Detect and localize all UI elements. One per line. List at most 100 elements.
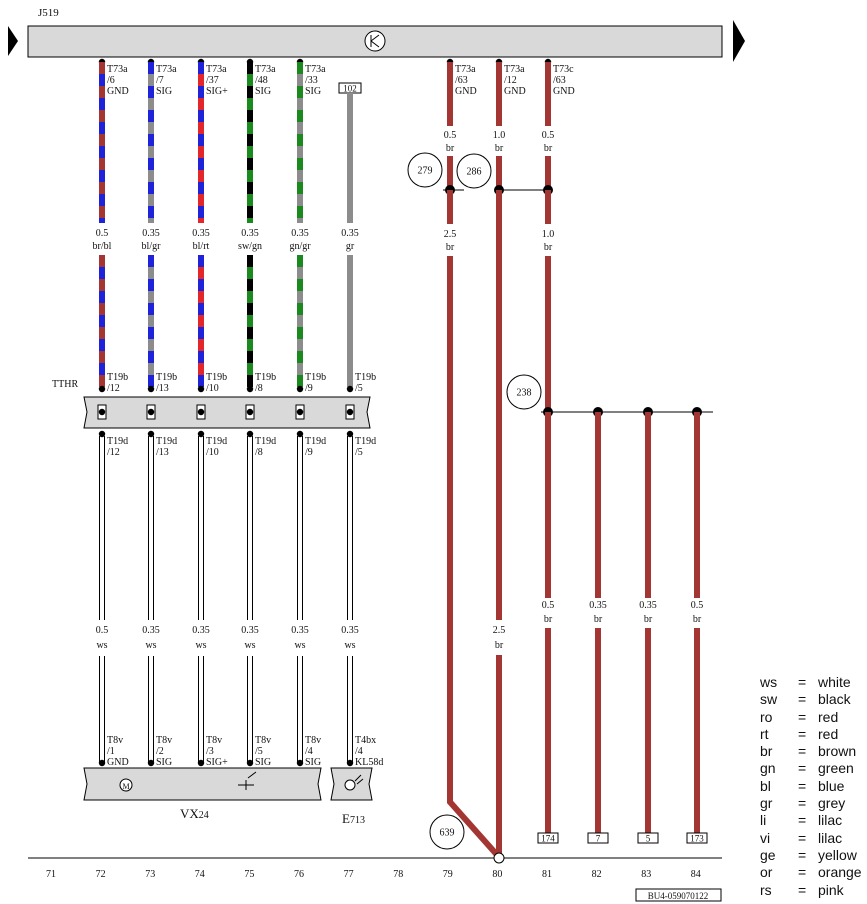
wire-top-5-segment <box>297 146 303 158</box>
wire-top-3 <box>198 62 204 223</box>
wire-top-3-segment <box>198 122 204 134</box>
wire-size: 0.35 <box>192 625 210 636</box>
wire-top-3-segment <box>198 218 204 223</box>
wire-mid-5-segment <box>297 279 303 291</box>
connector-pos: /5 <box>355 447 363 458</box>
wire-mid-1-segment <box>99 351 105 363</box>
wire-brown-right-lower <box>545 628 551 833</box>
legend-code: gr <box>760 795 773 812</box>
wire-top-2-segment <box>148 122 154 134</box>
legend-code: or <box>760 864 773 881</box>
pin-label: T73a <box>255 64 276 75</box>
wire-top-4-segment <box>247 74 253 86</box>
wire-brown-main-80 <box>496 190 502 620</box>
wire-mid-5-segment <box>297 375 303 387</box>
wire-mid-2-segment <box>148 327 154 339</box>
wire-mid-4-segment <box>247 315 253 327</box>
wire-top-4-segment <box>247 158 253 170</box>
wire-size: 0.5 <box>96 228 109 239</box>
wire-color-code: gn/gr <box>289 241 311 252</box>
connector-pos: /8 <box>255 383 263 394</box>
pin-dot <box>246 430 254 438</box>
wire-top-5 <box>297 62 303 223</box>
pin-position: /33 <box>305 75 318 86</box>
footer-code-box <box>635 888 722 902</box>
pin-dot <box>246 759 254 767</box>
ref-box <box>686 832 708 844</box>
pin-position: /7 <box>156 75 164 86</box>
pin-position: /1 <box>107 746 115 757</box>
wire-size: 0.35 <box>341 625 359 636</box>
connector-pos: /12 <box>107 383 120 394</box>
wire-brown-right-lower <box>694 628 700 833</box>
pin-label: T73a <box>107 64 128 75</box>
legend-equals: = <box>798 674 807 690</box>
wire-size: 1.0 <box>542 229 555 240</box>
connector-pin: T19b <box>206 372 227 383</box>
wire-brown-right-4 <box>694 412 700 598</box>
wire-top-2-segment <box>148 146 154 158</box>
wire-mid-1-segment <box>99 375 105 387</box>
wire-brown-top-1 <box>447 62 453 126</box>
wire-mid-6-segment <box>347 375 353 387</box>
wire-color-code: ws <box>96 640 107 651</box>
legend-color-name: red <box>818 725 839 742</box>
wire-size: 0.5 <box>542 130 555 141</box>
pin-label: T4bx <box>355 735 376 746</box>
wire-top-4-segment <box>247 110 253 122</box>
legend-equals: = <box>798 812 807 829</box>
pin-dot <box>296 385 304 393</box>
wire-top-3-segment <box>198 194 204 206</box>
wire-size: 0.35 <box>589 600 607 611</box>
connector-pos: /10 <box>206 383 219 394</box>
wire-mid-4-segment <box>247 363 253 375</box>
pin-dot <box>197 759 205 767</box>
wire-color-code: br <box>693 614 702 625</box>
wire-color-code: br <box>446 143 455 154</box>
pin-dot <box>147 759 155 767</box>
pin-function: GND <box>455 86 477 97</box>
pin-dot <box>147 430 155 438</box>
lamp-rays <box>354 774 364 785</box>
wire-top-2-segment <box>148 86 154 98</box>
pin-function: KL58d <box>355 757 383 768</box>
connector-pos: /12 <box>107 447 120 458</box>
pin-dot <box>98 430 106 438</box>
legend-equals: = <box>798 777 807 794</box>
motor-icon <box>119 778 133 792</box>
legend-color-name: lilac <box>818 812 843 829</box>
legend-code: rt <box>760 725 769 742</box>
pin-function: GND <box>107 86 129 97</box>
wire-top-5-segment <box>297 182 303 194</box>
wire-mid-4-segment <box>247 279 253 291</box>
wire-grey <box>347 93 353 223</box>
pin-function: SIG <box>305 86 321 97</box>
wire-size: 1.0 <box>493 130 506 141</box>
wire-top-2-segment <box>148 182 154 194</box>
wire-top-3-segment <box>198 170 204 182</box>
wire-mid-6-segment <box>347 315 353 327</box>
position-number: 79 <box>443 869 453 880</box>
pin-label: T8v <box>255 735 271 746</box>
wire-mid-4-segment <box>247 267 253 279</box>
wire-top-1-segment <box>99 74 105 86</box>
wire-top-5-segment <box>297 86 303 98</box>
pin-function: SIG <box>305 757 321 768</box>
legend-row: rs=pink <box>760 882 862 899</box>
wire-white-6 <box>347 436 353 620</box>
connector-pin: T19d <box>355 436 376 447</box>
wire-white-lower-5 <box>297 656 303 762</box>
wire-size: 0.35 <box>192 228 210 239</box>
wire-white-lower-1 <box>99 656 105 762</box>
wire-mid-5-segment <box>297 315 303 327</box>
wire-top-1-segment <box>99 134 105 146</box>
wire-top-2-segment <box>148 158 154 170</box>
wire-mid-3-segment <box>198 315 204 327</box>
legend-code: ws <box>760 674 778 690</box>
splice-286-circle <box>456 153 492 189</box>
wire-top-2-segment <box>148 194 154 206</box>
wire-mid-5-segment <box>297 327 303 339</box>
connector-pos: /13 <box>156 447 169 458</box>
